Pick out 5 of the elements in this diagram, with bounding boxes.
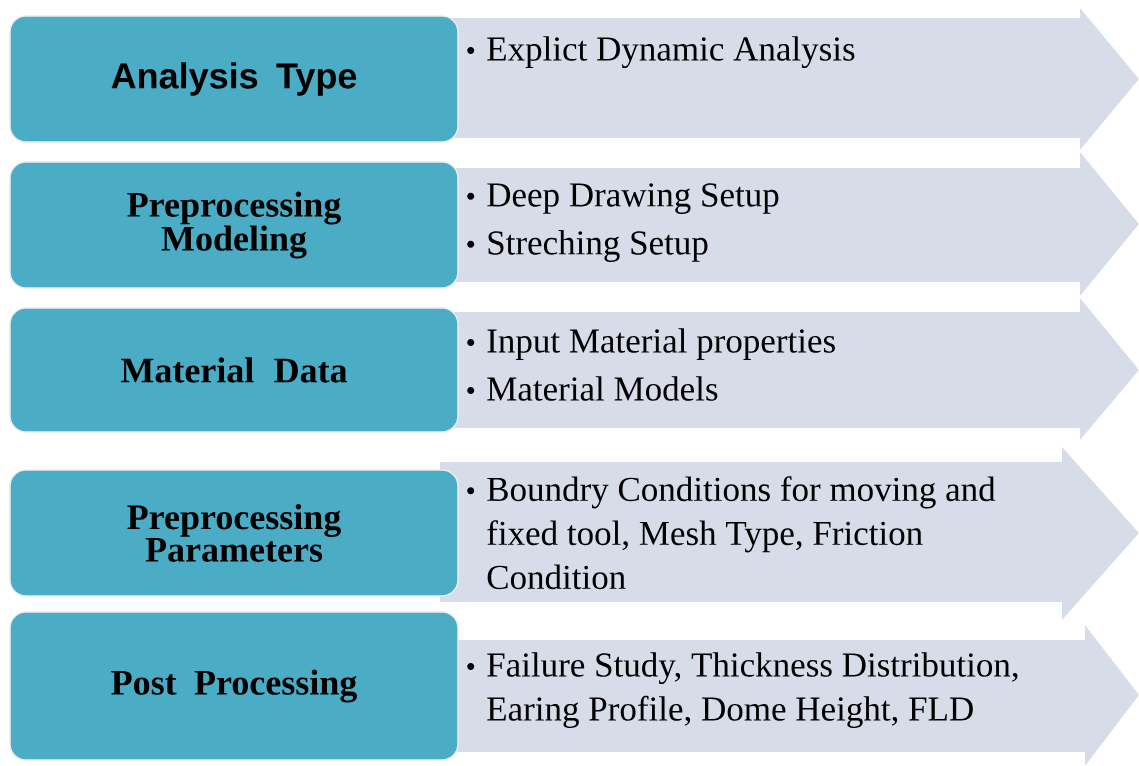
heading-box: Preprocessing Parameters <box>9 469 459 597</box>
heading-box: Post Processing <box>9 611 459 761</box>
heading-box: Analysis Type <box>9 15 459 143</box>
heading-box: Material Data <box>9 307 459 433</box>
heading-box: Preprocessing Modeling <box>9 161 459 289</box>
